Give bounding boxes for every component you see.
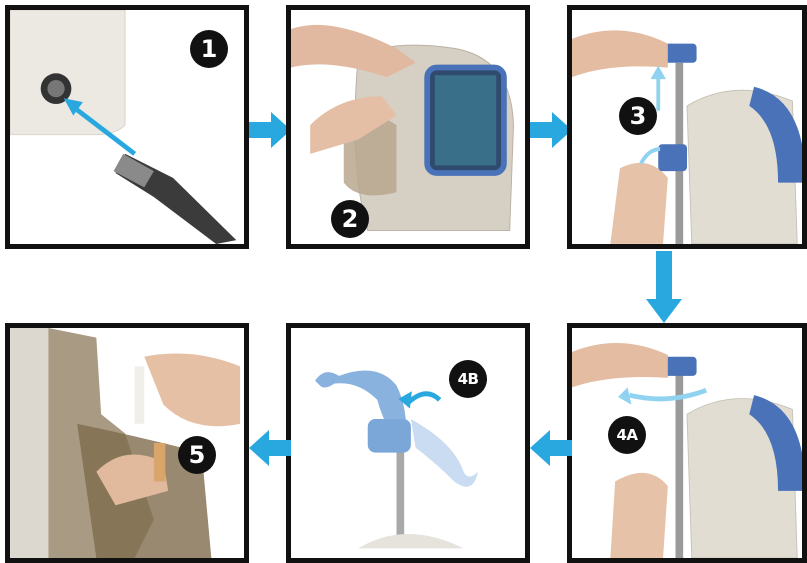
- panel-step-5: 5: [5, 323, 249, 563]
- step-arrow-left-icon: [530, 430, 572, 466]
- illustration-hook-rotation: [291, 328, 525, 558]
- panel-step-4b: 4B: [286, 323, 530, 563]
- panel-step-2: 2: [286, 5, 530, 249]
- step-number-badge: 3: [619, 97, 657, 135]
- step-arrow-down-icon: [646, 251, 682, 323]
- step-number-badge: 5: [178, 436, 216, 474]
- step-number-badge: 4A: [608, 416, 646, 454]
- step-arrow-left-icon: [249, 430, 291, 466]
- step-number-badge: 2: [331, 200, 369, 238]
- step-number-badge: 1: [190, 30, 228, 68]
- panel-step-4a: 4A: [567, 323, 807, 563]
- step-number-badge: 4B: [449, 360, 487, 398]
- illustration-rotate-holder: [572, 328, 802, 558]
- step-arrow-right-icon: [530, 112, 572, 148]
- panel-step-1: 1: [5, 5, 249, 249]
- step-arrow-right-icon: [249, 112, 291, 148]
- illustration-mount-device: [291, 10, 525, 244]
- panel-step-3: 3: [567, 5, 807, 249]
- illustration-attach-pole: [572, 10, 802, 244]
